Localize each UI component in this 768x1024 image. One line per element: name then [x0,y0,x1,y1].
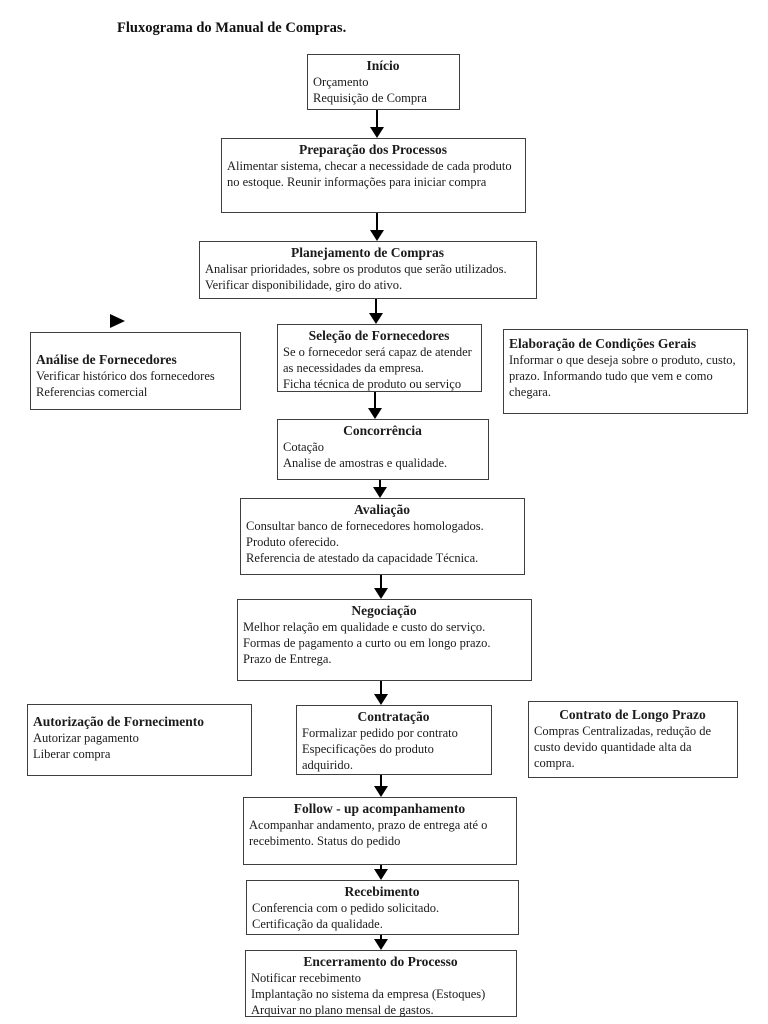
node-title: Análise de Fornecedores [36,352,177,367]
down-arrow-icon [368,392,382,419]
node-text-line: Referencias comercial [36,385,148,399]
flow-node-preparacao: Preparação dos Processos Alimentar siste… [221,138,526,213]
node-text-line: Formalizar pedido por contrato [302,726,458,740]
node-text-line: Informar o que deseja sobre o produto, c… [509,353,736,399]
down-arrow-icon [374,865,388,880]
flow-node-encerramento: Encerramento do Processo Notificar receb… [245,950,517,1017]
node-title: Negociação [351,603,417,618]
node-title: Follow - up acompanhamento [293,801,466,816]
flow-node-contrato-longo-prazo: Contrato de Longo Prazo Compras Centrali… [528,701,738,778]
flow-node-avaliacao: Avaliação Consultar banco de fornecedore… [240,498,525,575]
node-text-line: Produto oferecido. [246,535,340,549]
flow-node-autorizacao: Autorização de Fornecimento Autorizar pa… [27,704,252,776]
node-title: Avaliação [354,502,410,517]
node-text-line: Se o fornecedor será capaz de atender as… [283,345,472,375]
down-arrow-icon [374,775,388,797]
node-text-line: Alimentar sistema, checar a necessidade … [227,159,512,189]
flow-node-concorrencia: Concorrência Cotação Analise de amostras… [277,419,489,480]
flow-node-planejamento: Planejamento de Compras Analisar priorid… [199,241,537,299]
flow-node-inicio: Início Orçamento Requisição de Compra [307,54,460,110]
node-title: Elaboração de Condições Gerais [509,336,697,351]
node-title: Contrato de Longo Prazo [559,707,706,722]
node-text-line: Analise de amostras e qualidade. [283,456,448,470]
diagram-title: Fluxograma do Manual de Compras. [117,20,347,36]
node-text-line: Conferencia com o pedido solicitado. [252,901,440,915]
node-text-line: Referencia de atestado da capacidade Téc… [246,551,479,565]
node-text-line: Prazo de Entrega. [243,652,332,666]
node-title: Recebimento [344,884,420,899]
node-title: Concorrência [343,423,422,438]
node-text-line: Verificar histórico dos fornecedores [36,369,215,383]
down-arrow-icon [373,480,387,498]
node-title: Seleção de Fornecedores [308,328,450,343]
flow-node-elaboracao: Elaboração de Condições Gerais Informar … [503,329,748,414]
node-text-line: Implantação no sistema da empresa (Estoq… [251,987,486,1001]
node-title: Planejamento de Compras [291,245,444,260]
node-text-line: Ficha técnica de produto ou serviço [283,377,462,391]
node-title: Encerramento do Processo [303,954,458,969]
flow-node-analise: Análise de Fornecedores Verificar histór… [30,332,241,410]
node-text-line: Cotação [283,440,324,454]
node-text-line: Arquivar no plano mensal de gastos. [251,1003,434,1017]
node-text-line: Compras Centralizadas, redução de custo … [534,724,712,770]
node-text-line: Autorizar pagamento [33,731,139,745]
node-text-line: Analisar prioridades, sobre os produtos … [205,262,507,276]
flow-node-negociacao: Negociação Melhor relação em qualidade e… [237,599,532,681]
down-arrow-icon [370,110,384,138]
down-arrow-icon [370,213,384,241]
node-text-line: Formas de pagamento a curto ou em longo … [243,636,491,650]
node-title: Preparação dos Processos [299,142,447,157]
node-text-line: Certificação da qualidade. [252,917,383,931]
flow-node-contratacao: Contratação Formalizar pedido por contra… [296,705,492,775]
node-text-line: Orçamento [313,75,369,89]
node-text-line: Notificar recebimento [251,971,362,985]
down-arrow-icon [374,681,388,705]
down-arrow-icon [374,575,388,599]
down-arrow-icon [369,299,383,324]
flow-node-recebimento: Recebimento Conferencia com o pedido sol… [246,880,519,935]
flow-node-followup: Follow - up acompanhamento Acompanhar an… [243,797,517,865]
node-title: Autorização de Fornecimento [33,714,204,729]
node-text-line: Consultar banco de fornecedores homologa… [246,519,484,533]
node-title: Início [366,58,400,73]
node-text-line: Verificar disponibilidade, giro do ativo… [205,278,403,292]
node-text-line: Acompanhar andamento, prazo de entrega a… [249,818,488,848]
right-arrow-icon [110,314,125,328]
node-title: Contratação [357,709,430,724]
node-text-line: Especificações do produto adquirido. [302,742,434,772]
node-text-line: Requisição de Compra [313,91,427,105]
node-text-line: Liberar compra [33,747,111,761]
down-arrow-icon [374,935,388,950]
node-text-line: Melhor relação em qualidade e custo do s… [243,620,486,634]
flow-node-selecao: Seleção de Fornecedores Se o fornecedor … [277,324,482,392]
